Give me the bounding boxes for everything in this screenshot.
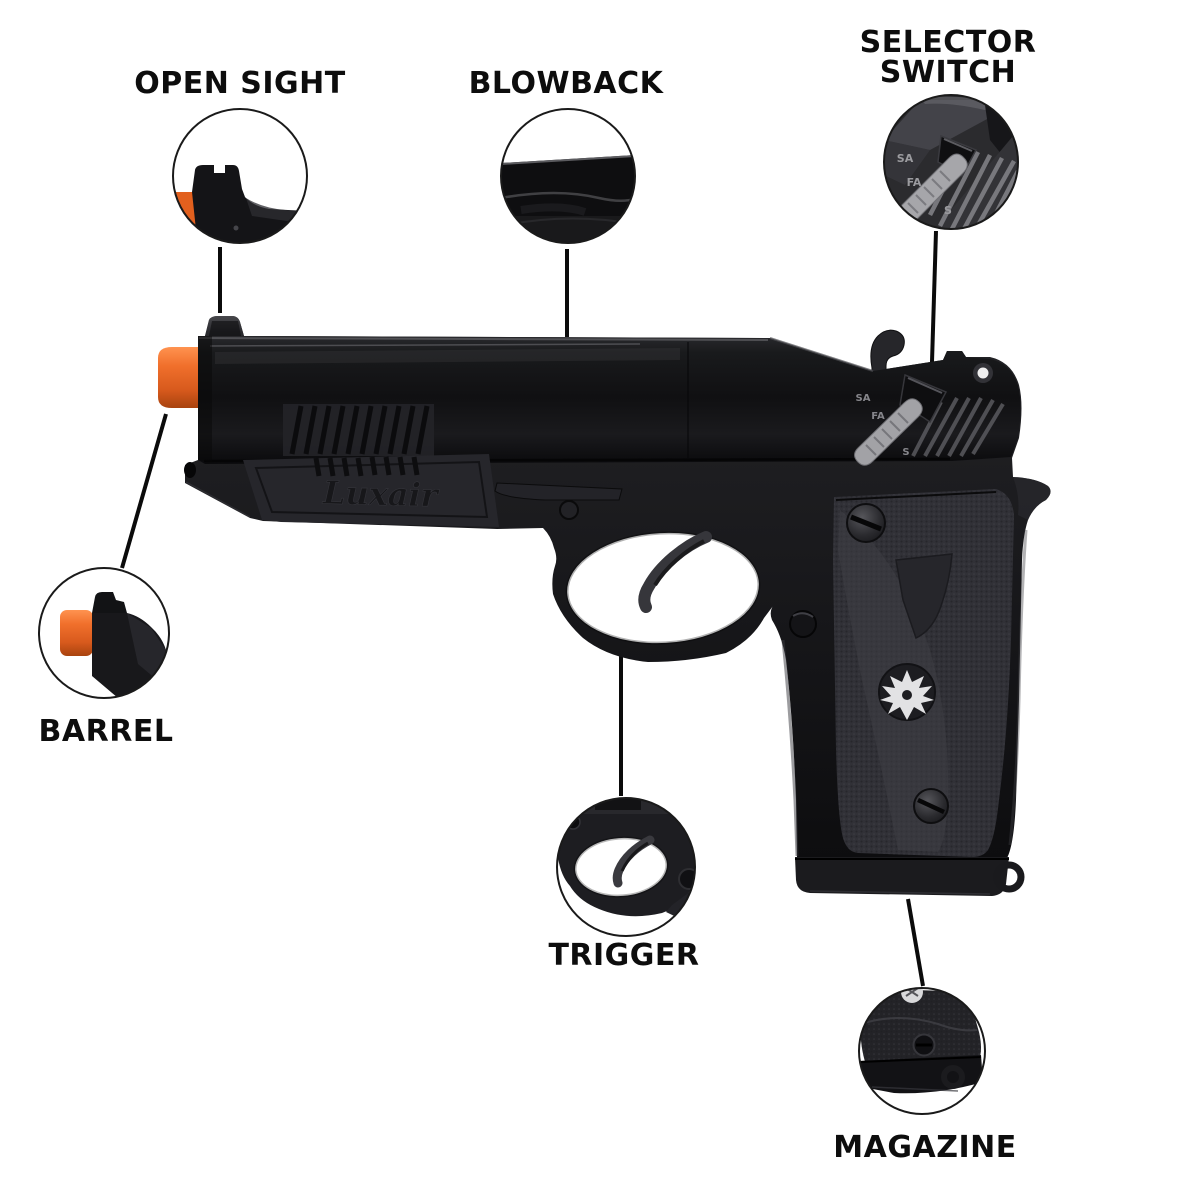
front-slide-serrations xyxy=(283,404,434,456)
zoom-guard-shadow xyxy=(573,836,669,898)
zoom-trigger-blade xyxy=(612,835,655,888)
callout-blowback: BLOWBACK xyxy=(469,66,665,244)
selector-marking-s: S xyxy=(902,447,909,458)
mag-release-highlight xyxy=(792,612,814,618)
zoom-grip-texture xyxy=(861,989,981,1077)
label-selector-switch-line2: SWITCH xyxy=(880,55,1016,90)
dust-cover-edge xyxy=(185,481,251,518)
selector-switch-lever xyxy=(854,398,923,466)
lanyard-ring xyxy=(993,861,1025,893)
zoom-marking-fa: FA xyxy=(907,176,922,189)
label-trigger: TRIGGER xyxy=(548,938,699,973)
rear-slide-serrations xyxy=(911,397,1005,457)
magazine-base-highlight xyxy=(809,890,991,895)
selector-marking-sa: SA xyxy=(856,393,871,404)
callout-circle-barrel xyxy=(38,567,170,699)
hammer xyxy=(870,329,905,375)
frame-panel-ribs xyxy=(313,456,420,477)
callout-circle-selector-switch xyxy=(883,94,1019,230)
leader-line-barrel xyxy=(120,413,168,569)
zoom-barrel-orange-tip xyxy=(60,610,93,656)
slide-top-highlight xyxy=(198,337,769,341)
zoom-marking-sa: SA xyxy=(897,152,914,165)
zoom-marking-s: S xyxy=(944,204,952,217)
callout-open-sight: OPEN SIGHT xyxy=(134,66,346,244)
front-sight xyxy=(209,321,241,336)
slide-rear-slope-edge xyxy=(769,337,874,372)
callout-trigger-content xyxy=(557,798,695,936)
recoil-plug xyxy=(184,462,196,478)
label-blowback: BLOWBACK xyxy=(469,66,665,101)
trigger-guard-opening xyxy=(567,532,759,644)
grip-thumb-patch xyxy=(895,553,953,640)
trigger-blade-shadow xyxy=(653,539,705,587)
slide-front-face xyxy=(198,336,212,462)
trigger-blade xyxy=(638,531,712,613)
zoom-sight-dot xyxy=(233,225,239,231)
zoom-lever-ridges xyxy=(907,170,951,214)
back-strap-highlight xyxy=(1008,529,1028,846)
callout-circle-trigger xyxy=(556,797,696,937)
callout-magazine: MAGAZINE xyxy=(833,987,1016,1165)
brand-emblem xyxy=(878,663,936,721)
selector-knob-highlight xyxy=(907,377,943,394)
leader-line-selector-switch xyxy=(930,230,938,363)
callout-trigger: TRIGGER xyxy=(548,797,699,973)
label-open-sight: OPEN SIGHT xyxy=(134,66,346,101)
label-magazine: MAGAZINE xyxy=(833,1130,1016,1165)
zoom-grip-seam xyxy=(860,1017,978,1032)
magazine-base-plate xyxy=(795,857,1009,896)
magazine-release-button xyxy=(789,610,817,638)
callout-circle-magazine xyxy=(858,987,986,1115)
zoom-barrel-sight xyxy=(92,592,127,613)
zoom-lower-sheen xyxy=(501,216,635,243)
zoom-pin-2 xyxy=(557,798,568,810)
front-strap-highlight xyxy=(781,639,799,857)
label-selector-switch-line1: SELECTOR xyxy=(860,25,1037,60)
takedown-latch-pin xyxy=(559,500,579,520)
callout-selector-content: SA FA S xyxy=(884,95,1018,229)
frame-panel-border xyxy=(254,460,489,519)
frame-panel xyxy=(243,454,499,527)
callout-barrel-content xyxy=(39,568,169,698)
callout-selector-switch: SA FA S SELECTOR SWITCH xyxy=(860,25,1037,230)
zoom-gloss-2 xyxy=(520,203,587,216)
selector-marking-fa: FA xyxy=(871,411,885,422)
grip-screw-bottom-slot xyxy=(917,797,945,815)
selector-lever-ridges xyxy=(865,412,909,456)
trigger-guard-inner-shadow xyxy=(565,531,761,645)
zoom-base-seam xyxy=(859,1056,982,1063)
zoom-gloss-1 xyxy=(501,191,635,202)
callout-circle-blowback xyxy=(500,108,636,244)
frame-logo-marking: Luxair xyxy=(322,473,441,514)
callout-magazine-content xyxy=(859,988,985,1114)
zoom-knob-highlight xyxy=(943,138,973,152)
zoom-frame-step xyxy=(595,798,641,810)
zoom-slide-facet-2 xyxy=(884,140,930,185)
leader-line-magazine xyxy=(906,898,925,987)
zoom-slide-rim xyxy=(501,155,635,165)
slide-reflection xyxy=(215,348,680,364)
grip-screw-top-slot xyxy=(850,514,882,532)
label-barrel: BARREL xyxy=(39,714,174,749)
zoom-base-highlight xyxy=(871,1086,959,1092)
rear-frame-hole xyxy=(977,367,989,379)
grip-panel-top-seam xyxy=(835,491,997,501)
zoom-takedown-button xyxy=(678,868,695,890)
zoom-slide-facet-1 xyxy=(884,100,1000,150)
zoom-slide-mass xyxy=(501,155,635,243)
beavertail-shade xyxy=(1013,477,1051,520)
callout-circle-open-sight xyxy=(172,108,308,244)
pistol-illustration: SA FA S Luxair xyxy=(158,316,1051,896)
slide-gloss-line xyxy=(209,343,641,347)
orange-muzzle-tip xyxy=(158,347,198,408)
zoom-trigger-shadow xyxy=(620,841,649,872)
slide-stop-lever xyxy=(494,482,623,501)
callout-barrel: BARREL xyxy=(38,567,174,749)
zoom-lanyard-ring xyxy=(941,1065,965,1089)
